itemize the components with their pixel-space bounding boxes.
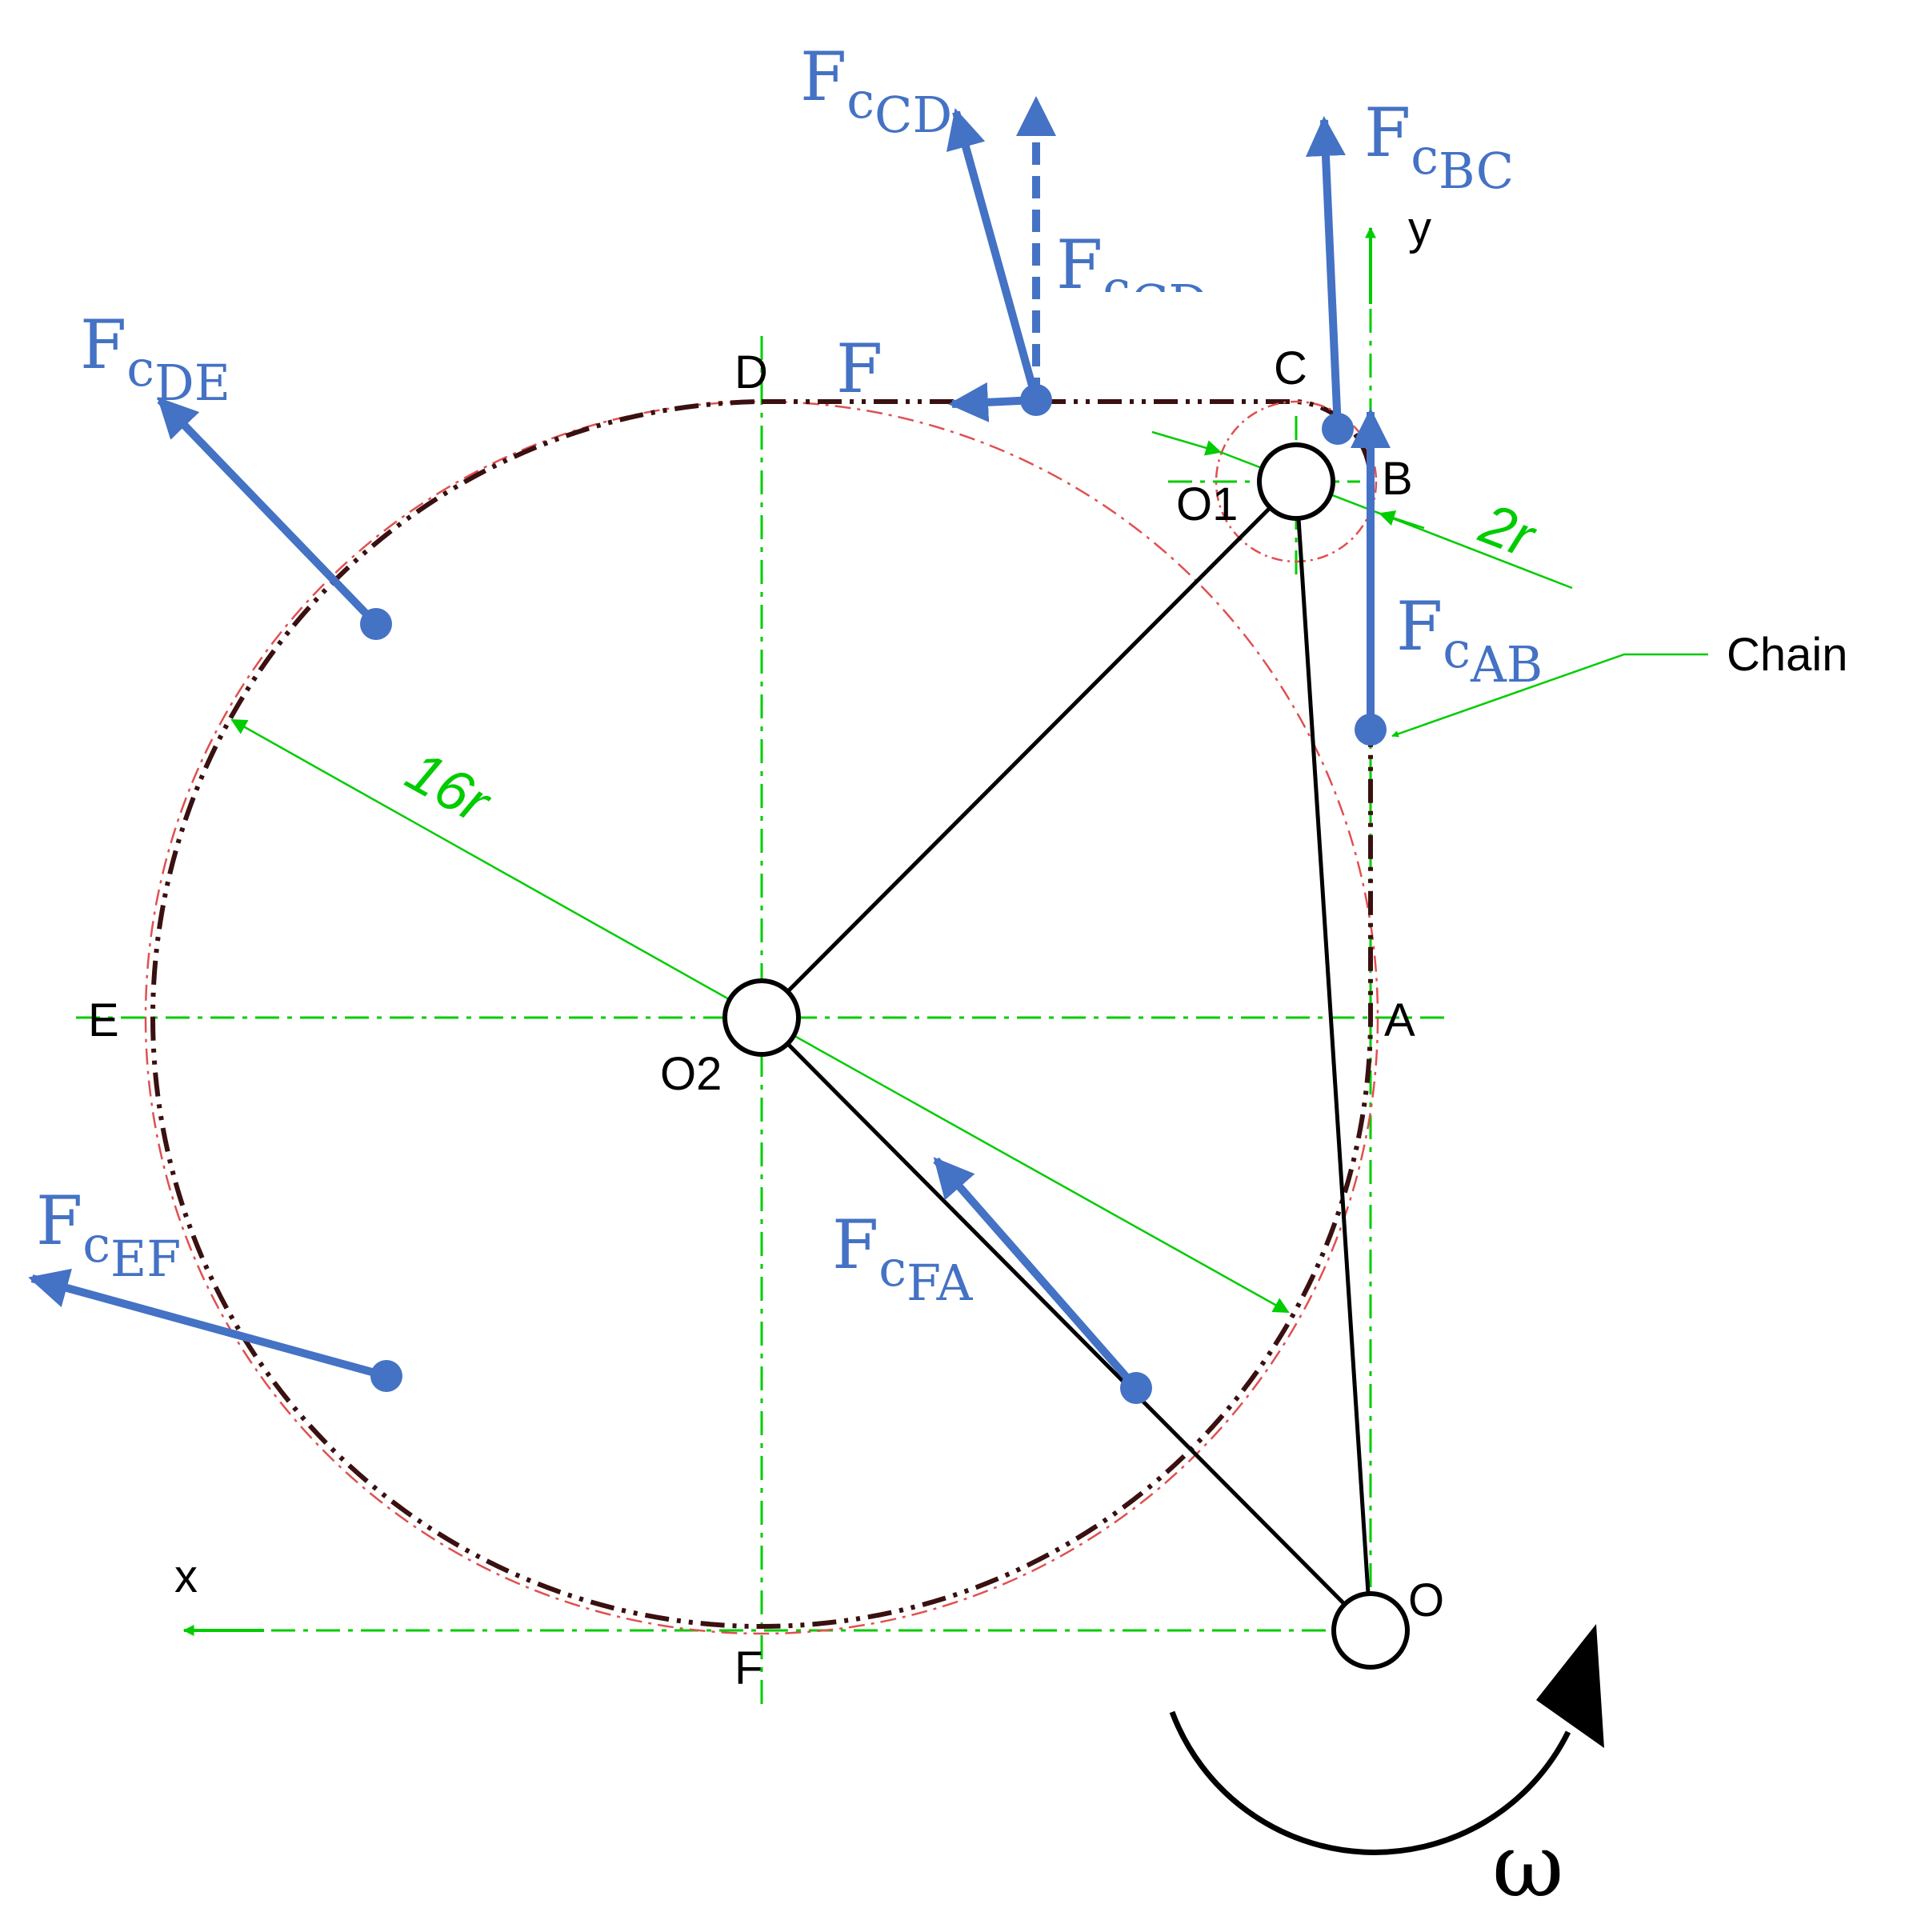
omega-symbol: ω (1492, 1814, 1564, 1917)
force-application-points (360, 384, 1387, 1404)
dim-16r-line-up (230, 718, 762, 1019)
pivot-o1 (1257, 442, 1335, 521)
point-labels: D C B A E F O O1 O2 y x Chain (88, 202, 1848, 1694)
rotation-arrowhead (1536, 1624, 1604, 1748)
label-D: D (734, 346, 768, 398)
pivots (722, 442, 1410, 1670)
link-o1-o (1294, 481, 1373, 1631)
label-E: E (88, 994, 119, 1046)
force-point-ef (370, 1360, 402, 1392)
force-bc-vector (1306, 116, 1346, 430)
force-point-bc (1322, 413, 1354, 445)
force-vectors (28, 96, 1391, 1391)
label-F: F (734, 1642, 762, 1694)
dim-2r-arrow-in (1151, 430, 1222, 456)
force-label-bc: FcBC (1364, 94, 1514, 200)
pivot-o2 (722, 978, 801, 1057)
force-label-de: FcDE (80, 306, 230, 412)
force-label-ab: FcAB (1396, 587, 1543, 694)
force-label-ef: FcEF (36, 1182, 181, 1288)
pivot-o (1331, 1591, 1410, 1670)
dim-2r-line (1375, 510, 1573, 590)
link-o2-o1 (760, 480, 1298, 1019)
label-O2: O2 (660, 1048, 722, 1100)
label-O1: O1 (1176, 478, 1238, 530)
label-C: C (1274, 342, 1307, 394)
force-label-cd-horizontal: F (836, 330, 882, 408)
links (760, 480, 1373, 1632)
label-chain: Chain (1727, 629, 1848, 681)
force-point-de (360, 608, 392, 640)
force-ef-vector (28, 1268, 388, 1380)
force-de-vector (157, 397, 379, 627)
label-axis-y: y (1408, 202, 1431, 254)
dimension-lines (230, 430, 1708, 1314)
dim-16r-line-down (761, 1016, 1290, 1314)
force-point-fa (1120, 1372, 1152, 1404)
chain-leader (1391, 653, 1708, 738)
rotation-arrow: ω (1169, 1624, 1604, 1917)
force-labels: FcCD FcCD F FcBC FcDE FcAB FcEF FcFA (36, 38, 1543, 1312)
label-axis-x: x (174, 1550, 198, 1602)
label-O: O (1408, 1574, 1444, 1626)
axis-arrows (182, 226, 1376, 1636)
sprocket-circle-o1 (1215, 400, 1378, 563)
chain-path (150, 399, 1374, 1630)
force-fa-vector (933, 1157, 1139, 1391)
label-crop-mask (1048, 292, 1208, 324)
force-point-ab (1355, 714, 1387, 746)
force-cd-vector (946, 108, 1040, 402)
force-label-fa: FcFA (832, 1206, 974, 1312)
force-point-cd (1020, 384, 1052, 416)
rotation-arc (1169, 1710, 1571, 1855)
link-o2-o (760, 1016, 1372, 1632)
label-2r: 2r (1471, 491, 1545, 570)
label-B: B (1382, 453, 1413, 505)
force-label-cd: FcCD (800, 38, 952, 144)
label-A: A (1384, 994, 1415, 1046)
dim-2r-arrow-out (1379, 510, 1425, 530)
